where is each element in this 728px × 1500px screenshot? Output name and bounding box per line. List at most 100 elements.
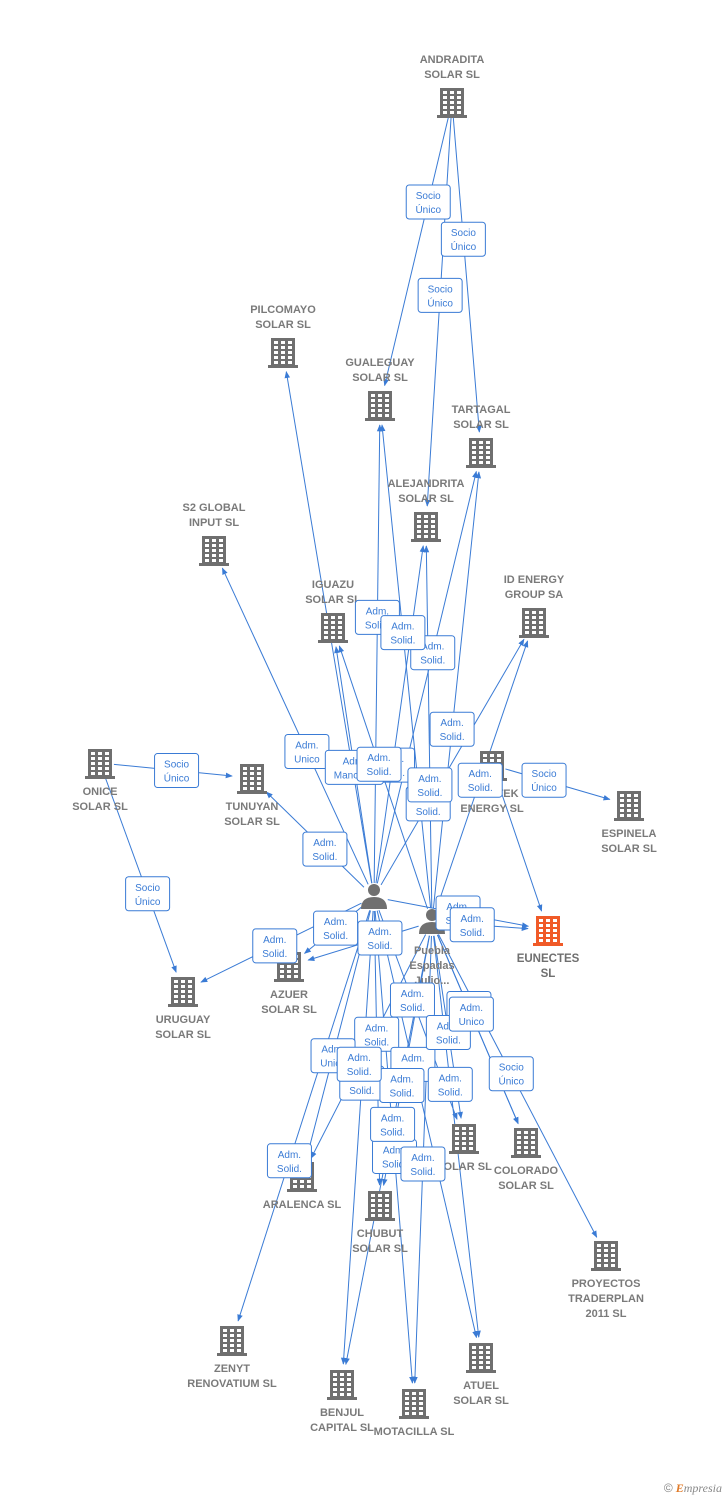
edge-label[interactable]: Adm.Solid. <box>379 1068 425 1104</box>
building-window <box>237 1329 241 1332</box>
node-label: ENERGY SL <box>460 803 524 815</box>
edge-label[interactable]: Adm.Solid. <box>252 928 298 964</box>
building-window <box>472 451 476 454</box>
building-window <box>378 1214 382 1217</box>
edge-label[interactable]: Adm.Solid. <box>354 1016 400 1052</box>
building-window <box>250 767 254 770</box>
building-window <box>293 1180 297 1183</box>
edge-label[interactable]: Adm.Solid. <box>400 1146 446 1182</box>
building-window <box>486 1361 490 1364</box>
edge-label[interactable]: Adm.Solid. <box>266 1143 312 1179</box>
building-base <box>268 365 298 368</box>
node-solarx[interactable]: SOLAR SL <box>436 1124 492 1173</box>
building-window <box>611 1249 615 1252</box>
building-window <box>281 341 285 344</box>
node-label: SOLAR SL <box>601 843 657 855</box>
building-window <box>230 1339 234 1342</box>
edge-label[interactable]: Adm.Solid. <box>427 1066 473 1102</box>
building-window <box>462 1127 466 1130</box>
building-icon <box>449 1124 479 1154</box>
edge-label[interactable]: Adm.Solid. <box>302 831 348 867</box>
edge-label-text: Solid. <box>400 1003 425 1014</box>
edge-label-text: Adm. <box>469 769 492 780</box>
building-window <box>174 1000 178 1003</box>
building-window <box>627 804 631 807</box>
building-window <box>250 777 254 780</box>
building-window <box>539 934 543 937</box>
edge-label-text: Adm. <box>324 917 347 928</box>
building-base <box>411 539 441 542</box>
building-window <box>419 1412 423 1415</box>
building-window <box>490 754 494 757</box>
building-window <box>627 814 631 817</box>
building-window <box>634 814 638 817</box>
node-motacilla[interactable]: MOTACILLA SL <box>374 1389 455 1438</box>
building-window <box>424 520 428 523</box>
building-window <box>219 544 223 547</box>
edge-label[interactable]: Adm.Solid. <box>429 711 475 747</box>
node-person2[interactable]: PueblaEspadasJulio... <box>409 909 455 987</box>
edge-label[interactable]: Adm.Solid. <box>336 1046 382 1082</box>
building-icon <box>268 338 298 368</box>
edge-label[interactable]: Adm.Solid. <box>313 910 359 946</box>
edge-label[interactable]: Adm.Solid. <box>457 762 503 798</box>
node-label: SOLAR SL <box>453 419 509 431</box>
node-label: Puebla <box>414 945 451 957</box>
edge-label[interactable]: Adm.Solid. <box>356 746 402 782</box>
building-icon <box>365 391 395 421</box>
building-icon <box>614 791 644 821</box>
building-window <box>424 525 428 528</box>
edge-label[interactable]: Adm.Solid. <box>370 1106 416 1142</box>
edge-label[interactable]: Adm.Solid. <box>357 920 403 956</box>
brand-name: mpresia <box>683 1481 722 1495</box>
building-window <box>243 787 247 790</box>
building-window <box>405 1407 409 1410</box>
building-icon <box>318 613 348 643</box>
building-window <box>91 757 95 760</box>
node-label: SOLAR SL <box>255 319 311 331</box>
building-window <box>223 1344 227 1347</box>
building-window <box>91 767 95 770</box>
edge-label[interactable]: Adm.Solid. <box>380 615 426 651</box>
building-window <box>620 814 624 817</box>
edge-label[interactable]: Adm.Unico <box>284 734 330 770</box>
node-label: MOTACILLA SL <box>374 1426 455 1438</box>
edge-label[interactable]: Adm.Solid. <box>389 982 435 1018</box>
edge-label-text: Unico <box>320 1059 346 1070</box>
building-window <box>412 1407 416 1410</box>
edge-label[interactable]: Adm.Solid. <box>449 907 495 943</box>
edge-label-text: Adm. <box>411 1153 434 1164</box>
building-window <box>181 995 185 998</box>
building-window <box>274 346 278 349</box>
edge-label[interactable]: Adm.Solid. <box>407 767 453 803</box>
edge-label-text: Único <box>531 781 557 794</box>
edge-label[interactable]: Adm.Unico <box>448 996 494 1032</box>
building-window <box>174 995 178 998</box>
